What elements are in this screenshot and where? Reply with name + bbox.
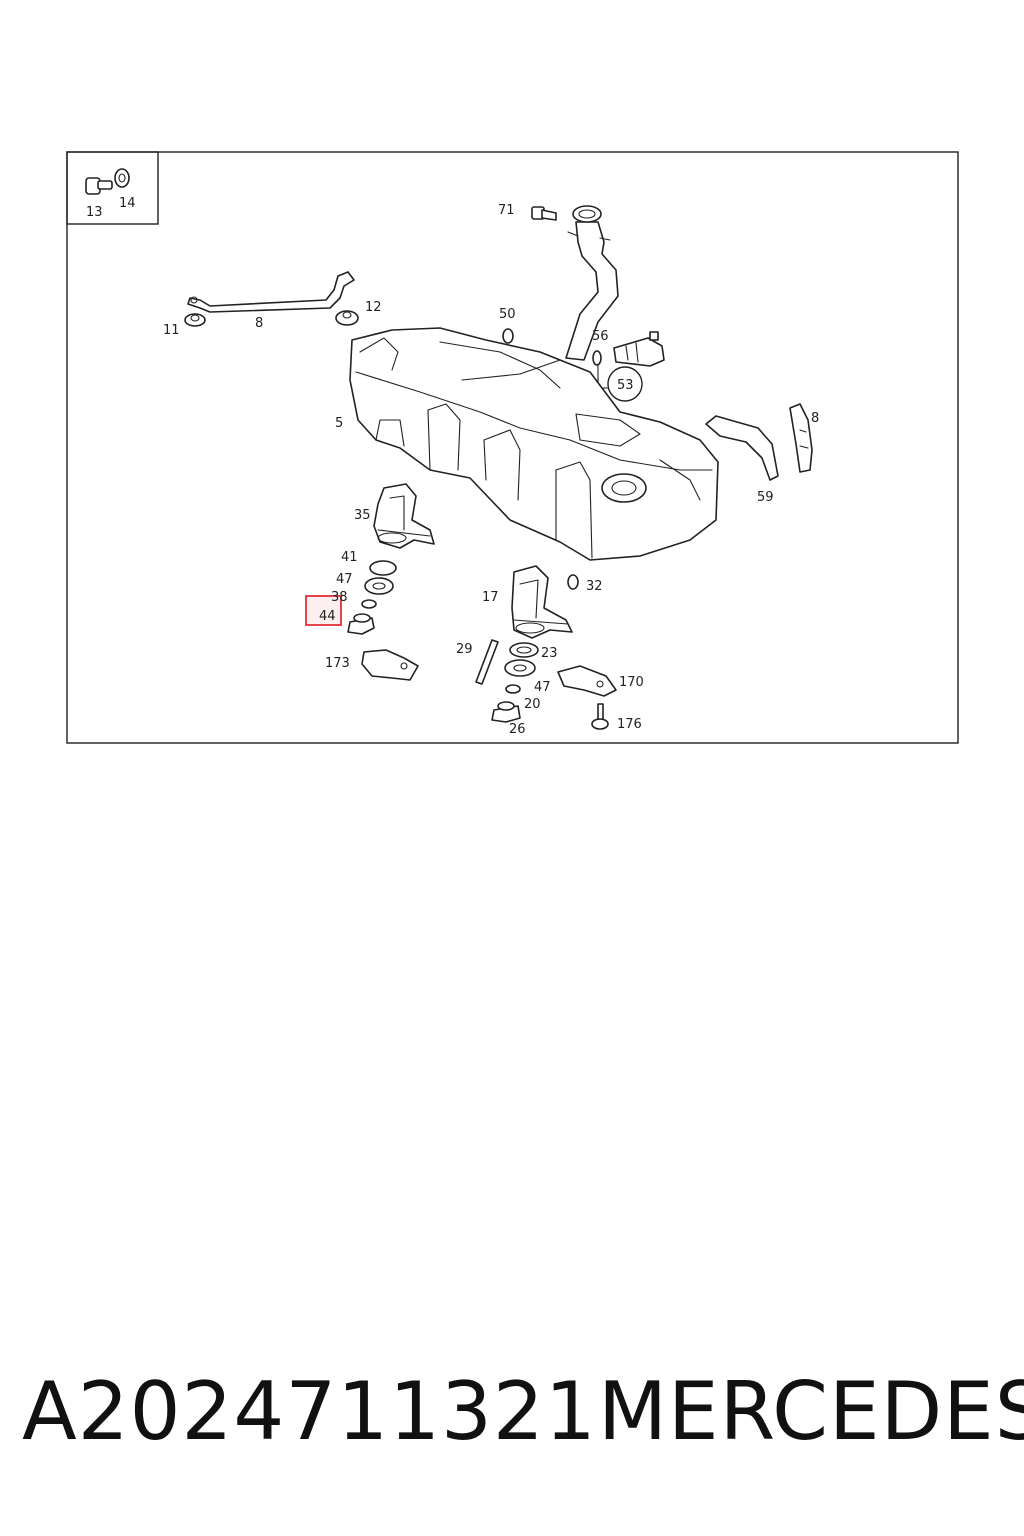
- callout-8-left: 8: [255, 316, 263, 331]
- callout-50: 50: [499, 307, 516, 322]
- callout-38: 38: [331, 590, 348, 605]
- ring-47-left-drawing: [364, 577, 394, 595]
- callout-173: 173: [325, 656, 350, 671]
- washer-20-drawing: [505, 684, 521, 694]
- callout-56: 56: [592, 329, 609, 344]
- callout-29: 29: [456, 642, 473, 657]
- nut-11-drawing: [184, 313, 206, 327]
- o-ring-56-drawing: [592, 350, 602, 366]
- diagram-frame: [66, 151, 959, 744]
- seal-41-drawing: [369, 560, 397, 576]
- washer-14-drawing: [114, 168, 130, 188]
- callout-5: 5: [335, 416, 343, 431]
- sender-unit-35-drawing: [373, 483, 435, 549]
- washer-32-drawing: [567, 574, 579, 590]
- heat-shield-59-drawing: [705, 415, 779, 481]
- callout-44-highlight: [305, 595, 342, 626]
- callout-circle-53: [607, 366, 643, 402]
- part-number: A2024711321: [22, 1365, 597, 1458]
- callout-53: 53: [617, 378, 634, 393]
- cap-26-drawing: [491, 701, 521, 723]
- cap-44-drawing: [347, 613, 375, 635]
- callout-71: 71: [498, 203, 515, 218]
- callout-20: 20: [524, 697, 541, 712]
- bolt-176-drawing: [591, 703, 609, 730]
- callout-12: 12: [365, 300, 382, 315]
- callout-32: 32: [586, 579, 603, 594]
- callout-17: 17: [482, 590, 499, 605]
- bolt-13-drawing: [85, 177, 113, 195]
- sender-unit-17-drawing: [511, 565, 573, 639]
- cover-173-drawing: [361, 649, 419, 681]
- nut-12-drawing: [335, 310, 359, 326]
- seal-23-drawing: [509, 642, 539, 658]
- callout-44: 44: [319, 609, 336, 624]
- callout-14: 14: [119, 196, 136, 211]
- strap-8-right-drawing: [789, 403, 813, 473]
- callout-59: 59: [757, 490, 774, 505]
- callout-35: 35: [354, 508, 371, 523]
- cover-170-drawing: [557, 665, 617, 697]
- washer-50-drawing: [502, 328, 514, 344]
- callout-26: 26: [509, 722, 526, 737]
- callout-13: 13: [86, 205, 103, 220]
- brand-name: MERCEDES: [598, 1365, 1024, 1458]
- valve-53-drawing: [613, 331, 665, 367]
- callout-41: 41: [341, 550, 358, 565]
- fuel-tank-5-drawing: [349, 327, 719, 561]
- callout-170: 170: [619, 675, 644, 690]
- callout-47-right: 47: [534, 680, 551, 695]
- callout-176: 176: [617, 717, 642, 732]
- washer-38-drawing: [361, 599, 377, 609]
- ring-47-right-drawing: [504, 659, 536, 677]
- callout-8-right: 8: [811, 411, 819, 426]
- tank-strap-8-drawing: [187, 271, 355, 313]
- callout-11: 11: [163, 323, 180, 338]
- inset-box: [66, 151, 159, 225]
- callout-23: 23: [541, 646, 558, 661]
- filler-neck-drawing: [565, 205, 619, 361]
- callout-47-left: 47: [336, 572, 353, 587]
- bolt-71-drawing: [531, 206, 557, 221]
- pin-29-drawing: [475, 639, 499, 685]
